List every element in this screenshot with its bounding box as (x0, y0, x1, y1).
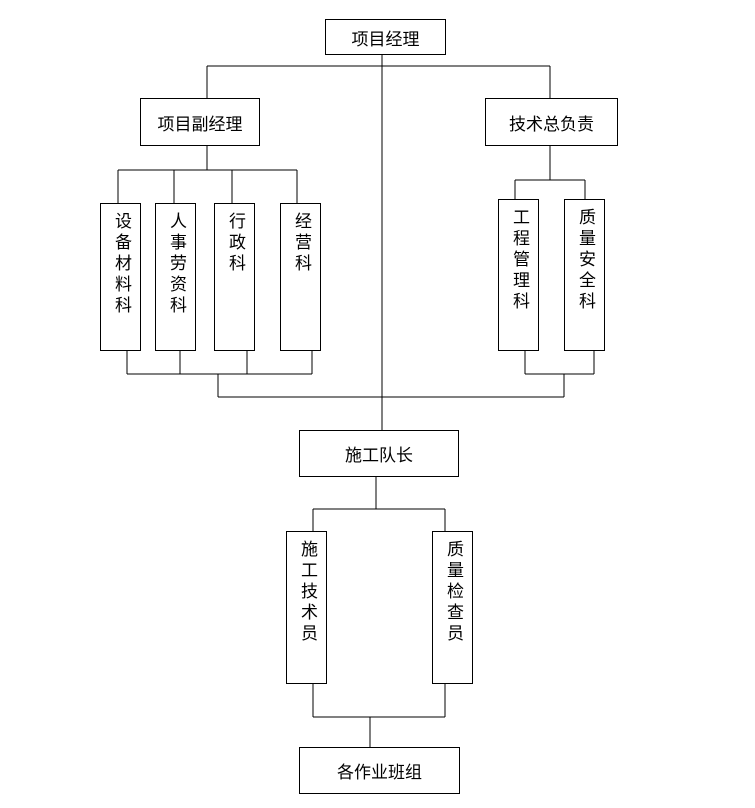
node-label: 经营科 (291, 212, 311, 275)
node-label: 施工队长 (345, 446, 413, 466)
node-project-manager: 项目经理 (325, 19, 446, 55)
node-construction-technician: 施工技术员 (286, 531, 327, 684)
node-label: 各作业班组 (337, 763, 422, 783)
node-label: 工程管理科 (509, 208, 529, 313)
node-label: 行政科 (225, 212, 245, 275)
node-work-teams: 各作业班组 (299, 747, 460, 794)
node-label: 项目副经理 (157, 114, 243, 135)
node-admin-dept: 行政科 (214, 203, 255, 351)
node-chief-engineer: 技术总负责 (485, 98, 618, 146)
node-label: 技术总负责 (509, 114, 594, 135)
node-label: 质量安全科 (575, 208, 595, 313)
node-label: 人事劳资科 (166, 212, 186, 317)
node-quality-inspector: 质量检查员 (432, 531, 473, 684)
node-quality-safety-dept: 质量安全科 (564, 199, 605, 351)
node-business-dept: 经营科 (280, 203, 321, 351)
node-equipment-dept: 设备材料科 (100, 203, 141, 351)
node-label: 施工技术员 (297, 540, 317, 645)
node-label: 质量检查员 (443, 540, 463, 645)
node-hr-dept: 人事劳资科 (155, 203, 196, 351)
node-engineering-dept: 工程管理科 (498, 199, 539, 351)
node-construction-captain: 施工队长 (299, 430, 459, 477)
node-label: 设备材料科 (111, 212, 131, 317)
node-label: 项目经理 (351, 29, 420, 50)
node-deputy-manager: 项目副经理 (140, 98, 260, 146)
